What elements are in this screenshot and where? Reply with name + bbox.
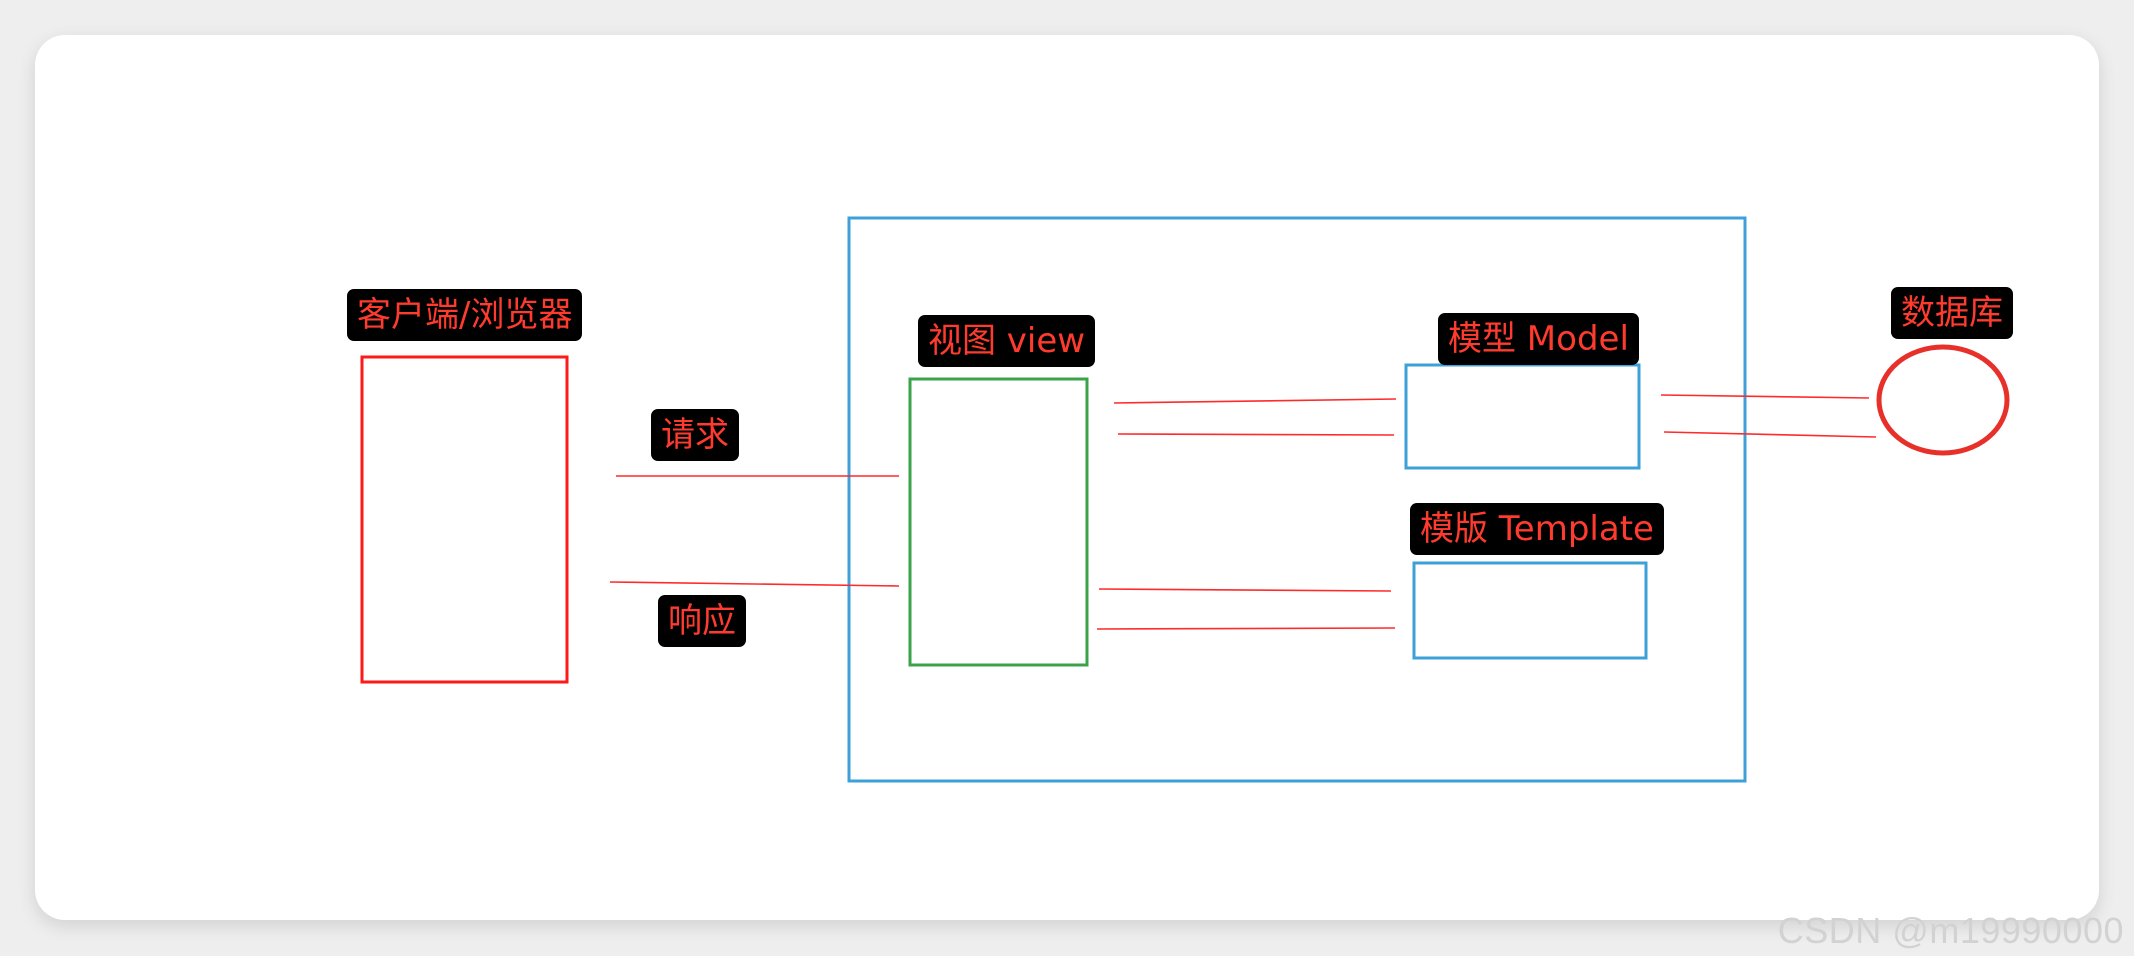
watermark-text: CSDN @m19990000 bbox=[1777, 910, 2124, 951]
model-box bbox=[1404, 363, 1641, 470]
request-label: 请求 bbox=[651, 409, 739, 461]
view-model-connector bbox=[1117, 433, 1395, 436]
model-database-connector bbox=[1663, 431, 1877, 438]
database-label: 数据库 bbox=[1891, 287, 2013, 339]
response-label: 响应 bbox=[658, 595, 746, 647]
framework-box bbox=[847, 216, 1747, 783]
template-box bbox=[1412, 561, 1648, 660]
model-database-connector bbox=[1660, 394, 1870, 399]
view-model-connector bbox=[1113, 398, 1397, 404]
database-shape bbox=[1876, 344, 2010, 456]
template-label: 模版 Template bbox=[1410, 503, 1664, 555]
model-label: 模型 Model bbox=[1438, 313, 1639, 365]
view-template-connector bbox=[1096, 627, 1396, 630]
view-label: 视图 view bbox=[918, 315, 1096, 367]
client-box bbox=[360, 355, 569, 684]
view-template-connector bbox=[1098, 588, 1392, 592]
client-label: 客户端/浏览器 bbox=[347, 289, 583, 341]
diagram-canvas bbox=[35, 35, 2099, 920]
view-box bbox=[908, 377, 1089, 667]
response-connector bbox=[609, 581, 900, 587]
